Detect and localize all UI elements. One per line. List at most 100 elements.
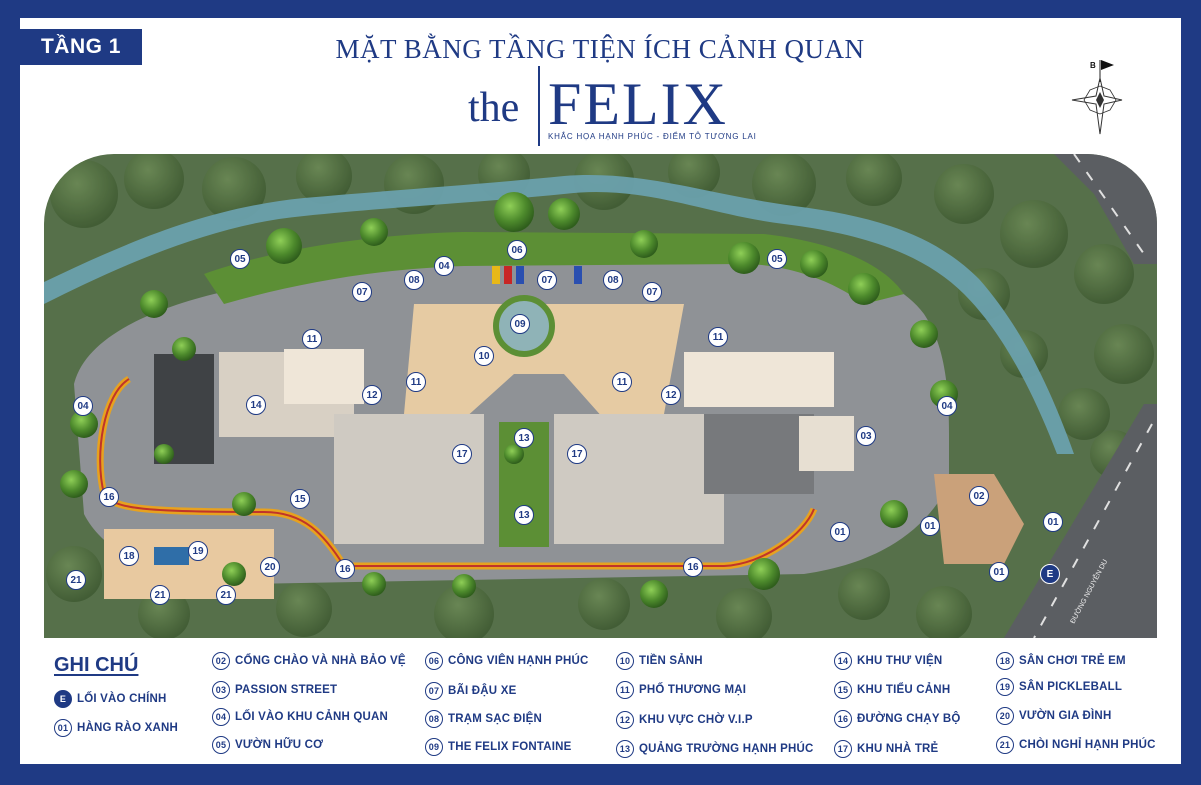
- legend-title: GHI CHÚ: [54, 654, 139, 676]
- legend-number: 03: [212, 681, 230, 699]
- marker-17: 17: [452, 444, 472, 464]
- marker-11: 11: [406, 372, 426, 392]
- compass-label: B: [1090, 61, 1096, 70]
- marker-08: 08: [404, 270, 424, 290]
- legend-item: 02 CỔNG CHÀO VÀ NHÀ BẢO VỆ: [212, 652, 406, 670]
- marker-21: 21: [66, 570, 86, 590]
- legend-number: 04: [212, 708, 230, 726]
- legend-number: 02: [212, 652, 230, 670]
- marker-01: 01: [1043, 512, 1063, 532]
- marker-11: 11: [612, 372, 632, 392]
- marker-04: 04: [937, 396, 957, 416]
- page-title: MẶT BẰNG TẦNG TIỆN ÍCH CẢNH QUAN: [335, 34, 865, 64]
- marker-07: 07: [537, 270, 557, 290]
- legend-number: 15: [834, 681, 852, 699]
- road-markings: [1033, 154, 1153, 638]
- marker-16: 16: [99, 487, 119, 507]
- legend-number: 14: [834, 652, 852, 670]
- legend-label: SÂN CHƠI TRẺ EM: [1019, 655, 1126, 667]
- brand-logo-the: the: [468, 85, 520, 131]
- marker-02: 02: [969, 486, 989, 506]
- legend-label: SÂN PICKLEBALL: [1019, 681, 1123, 693]
- legend-label: LỐI VÀO CHÍNH: [77, 693, 167, 705]
- legend-label: BÃI ĐẬU XE: [448, 685, 517, 697]
- legend-label: TRẠM SẠC ĐIỆN: [448, 713, 542, 725]
- legend-number: 16: [834, 710, 852, 728]
- central-plaza: [404, 304, 684, 419]
- marker-07: 07: [642, 282, 662, 302]
- marker-19: 19: [188, 541, 208, 561]
- legend-label: LỐI VÀO KHU CẢNH QUAN: [235, 711, 389, 723]
- compass-icon: B: [1071, 60, 1123, 135]
- brand-logo-felix: FELIX: [548, 71, 728, 137]
- building-right-a: [554, 414, 724, 544]
- legend-number: 07: [425, 682, 443, 700]
- legend-number: 05: [212, 736, 230, 754]
- legend-label: KHU VỰC CHỜ V.I.P: [639, 714, 753, 726]
- legend-item: 15 KHU TIỂU CẢNH: [834, 681, 950, 699]
- marker-21: 21: [150, 585, 170, 605]
- building-right-b: [684, 352, 834, 407]
- legend-number: 13: [616, 740, 634, 758]
- marker-04: 04: [434, 256, 454, 276]
- legend-number: 21: [996, 736, 1014, 754]
- entry-plaza: [934, 474, 1024, 564]
- landscape-greenery: [204, 232, 904, 304]
- legend-number: 12: [616, 711, 634, 729]
- marker-20: 20: [260, 557, 280, 577]
- legend-item: 04 LỐI VÀO KHU CẢNH QUAN: [212, 708, 388, 726]
- legend-item: 19 SÂN PICKLEBALL: [996, 678, 1122, 696]
- legend-item: 11 PHỐ THƯƠNG MẠI: [616, 681, 746, 699]
- legend-label: CỔNG CHÀO VÀ NHÀ BẢO VỆ: [235, 655, 406, 667]
- marker-11: 11: [708, 327, 728, 347]
- legend-label: KHU THƯ VIỆN: [857, 655, 943, 667]
- legend-number: 10: [616, 652, 634, 670]
- marker-13: 13: [514, 505, 534, 525]
- marker-12: 12: [362, 385, 382, 405]
- marker-08: 08: [603, 270, 623, 290]
- legend-label: VƯỜN HỮU CƠ: [235, 739, 324, 751]
- parking-cars: [492, 266, 582, 284]
- legend-item: 10 TIỀN SẢNH: [616, 652, 703, 670]
- legend-number: 11: [616, 681, 634, 699]
- marker-06: 06: [507, 240, 527, 260]
- legend-number: 01: [54, 719, 72, 737]
- legend-number: 19: [996, 678, 1014, 696]
- legend-item: 13 QUẢNG TRƯỜNG HẠNH PHÚC: [616, 740, 814, 758]
- legend-label: QUẢNG TRƯỜNG HẠNH PHÚC: [639, 743, 814, 755]
- building-left-c: [334, 414, 484, 544]
- legend-item: 18 SÂN CHƠI TRẺ EM: [996, 652, 1126, 670]
- building-left-d: [284, 349, 364, 404]
- building-right-c: [704, 414, 814, 494]
- marker-11: 11: [302, 329, 322, 349]
- legend-label: PHỐ THƯƠNG MẠI: [639, 684, 747, 696]
- building-right-d: [799, 416, 854, 471]
- marker-13: 13: [514, 428, 534, 448]
- marker-15: 15: [290, 489, 310, 509]
- legend-number: 17: [834, 740, 852, 758]
- legend-label: KHU NHÀ TRẺ: [857, 743, 939, 755]
- legend-number: 06: [425, 652, 443, 670]
- marker-21: 21: [216, 585, 236, 605]
- marker-18: 18: [119, 546, 139, 566]
- marker-12: 12: [661, 385, 681, 405]
- marker-09: 09: [510, 314, 530, 334]
- legend-label: KHU TIỂU CẢNH: [857, 684, 951, 696]
- legend-label: VƯỜN GIA ĐÌNH: [1019, 710, 1112, 722]
- marker-03: 03: [856, 426, 876, 446]
- brand-tagline: KHẮC HỌA HẠNH PHÚC - ĐIỂM TÔ TƯƠNG LAI: [548, 132, 757, 141]
- legend-item: 07 BÃI ĐẬU XE: [425, 682, 516, 700]
- site-trees: [60, 192, 958, 608]
- legend-label: TIỀN SẢNH: [639, 655, 703, 667]
- legend-number: 18: [996, 652, 1014, 670]
- legend-label: ĐƯỜNG CHẠY BỘ: [857, 713, 961, 725]
- legend-item: 05 VƯỜN HỮU CƠ: [212, 736, 323, 754]
- marker-07: 07: [352, 282, 372, 302]
- marker-01: 01: [830, 522, 850, 542]
- marker-17: 17: [567, 444, 587, 464]
